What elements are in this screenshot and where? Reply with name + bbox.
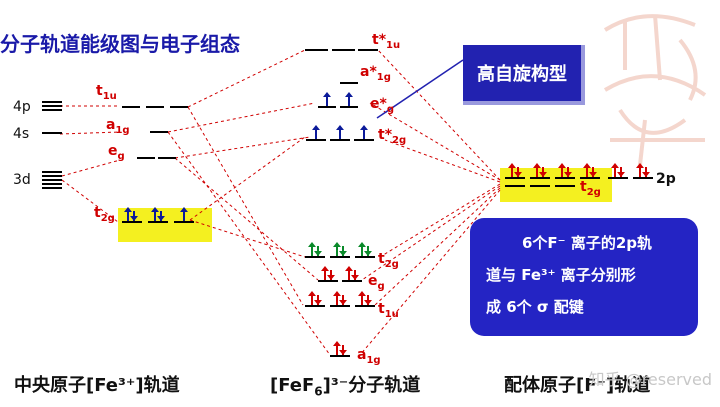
spin-up-arrow [558, 163, 566, 168]
label-4s: 4s [13, 126, 30, 142]
info-line-2: 道与 Fe³⁺ 离子分别形 [486, 266, 636, 284]
spin-down-arrow [364, 251, 372, 256]
high-spin-callout: 高自旋构型 [463, 45, 585, 105]
left-a1g-label: a1g [106, 117, 130, 136]
spin-up-arrow [583, 163, 591, 168]
spin-up-arrow [323, 92, 331, 97]
spin-down-arrow [514, 172, 522, 177]
spin-up-arrow [345, 92, 353, 97]
seal-logo [603, 14, 707, 166]
left-t2g-highlight [118, 208, 212, 242]
bottom-label-ligand: 配体原子[F⁻]轨道 [504, 375, 651, 396]
callout-pointer [376, 59, 464, 119]
spin-up-arrow [345, 266, 353, 271]
left-mo-levels [122, 106, 194, 223]
bottom-label-central: 中央原子[Fe³⁺]轨道 [14, 375, 180, 396]
spin-up-arrow [180, 207, 188, 212]
info-line-1: 6个F⁻ 离子的2p轨 [522, 234, 652, 252]
spin-down-arrow [564, 172, 572, 177]
spin-down-arrow [364, 300, 372, 305]
spin-down-arrow [130, 216, 138, 221]
spin-up-arrow [336, 125, 344, 130]
label-4p: 4p [13, 99, 31, 115]
spin-up-arrow [358, 242, 366, 247]
spin-down-arrow [339, 300, 347, 305]
spin-up-arrow [124, 207, 132, 212]
spin-up-arrow [360, 125, 368, 130]
spin-up-arrow [358, 291, 366, 296]
mid-t2g-label: t2g [378, 251, 399, 270]
spin-down-arrow [351, 275, 359, 280]
watermark: 知乎 @reserved [588, 370, 712, 389]
page-title: 分子轨道能级图与电子组态 [0, 32, 240, 56]
mid-t1u-label: t1u [378, 301, 399, 320]
left-t1u-label: t1u [96, 83, 117, 102]
spin-up-arrow [333, 242, 341, 247]
spin-up-arrow [533, 163, 541, 168]
correlation-lines [59, 49, 501, 356]
spin-down-arrow [314, 300, 322, 305]
spin-down-arrow [327, 275, 335, 280]
bottom-label-complex: [FeF6]³⁻分子轨道 [270, 375, 421, 399]
label-2p: 2p [656, 171, 676, 187]
middle-mo-levels [305, 49, 378, 357]
left-eg-label: eg [108, 143, 125, 162]
left-atomic-levels [42, 101, 62, 189]
right-t2g-label: t2g [580, 179, 601, 198]
spin-down-arrow [339, 251, 347, 256]
info-line-3: 成 6个 σ 配键 [486, 298, 584, 316]
spin-down-arrow [314, 251, 322, 256]
spin-up-arrow [151, 207, 159, 212]
spin-up-arrow [508, 163, 516, 168]
spin-up-arrow [611, 163, 619, 168]
spin-up-arrow [308, 291, 316, 296]
electron-arrows [124, 92, 650, 355]
left-t2g-label: t2g [94, 205, 115, 224]
mid-t2g-star-label: t*2g [378, 127, 407, 146]
spin-down-arrow [617, 172, 625, 177]
spin-down-arrow [539, 172, 547, 177]
spin-down-arrow [642, 172, 650, 177]
mid-a1g-label: a1g [357, 347, 381, 366]
mid-a1g-star-label: a*1g [360, 64, 391, 83]
right-ligand-levels [505, 177, 653, 187]
spin-down-arrow [339, 350, 347, 355]
spin-down-arrow [589, 172, 597, 177]
mid-eg-star-label: e*g [370, 96, 394, 115]
spin-up-arrow [333, 291, 341, 296]
spin-up-arrow [321, 266, 329, 271]
spin-down-arrow [157, 216, 165, 221]
spin-up-arrow [333, 341, 341, 346]
mid-t1u-star-label: t*1u [372, 32, 401, 51]
info-box: 6个F⁻ 离子的2p轨 道与 Fe³⁺ 离子分别形 成 6个 σ 配键 [470, 218, 698, 336]
spin-up-arrow [308, 242, 316, 247]
spin-up-arrow [636, 163, 644, 168]
spin-up-arrow [312, 125, 320, 130]
label-3d: 3d [13, 172, 31, 188]
mid-eg-label: eg [368, 273, 385, 292]
